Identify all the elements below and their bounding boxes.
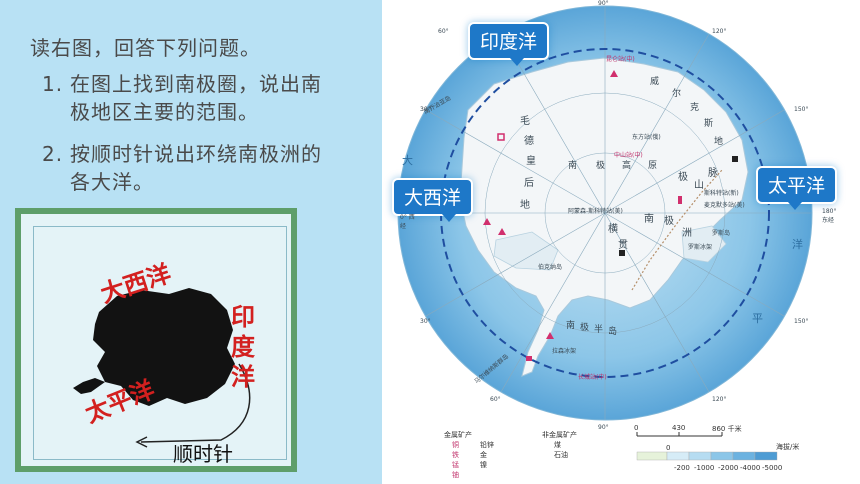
scale-label: 0 [634,424,639,432]
elevation-bar [636,451,778,461]
scale-label: 430 [672,424,686,432]
callout-atlantic-ocean: 大西洋 [394,180,472,222]
land-label: 横 [608,224,618,235]
lon-label: 90° [598,424,609,431]
legend-item: 金 [480,451,487,459]
land-label: 山 [694,180,704,191]
place-label: 罗斯岛 [712,230,731,237]
station-label: 麦克默多站(美) [704,202,745,209]
lon-label: 60° [438,28,449,35]
callout-pacific-ocean: 太平洋 [758,168,836,210]
land-label: 毛 [520,116,530,127]
land-label: 脉 [708,168,718,179]
place-label: 罗斯冰架 [688,244,713,251]
ocean-char: 平 [752,312,763,325]
station-label: 中山站(中) [614,152,643,159]
mini-map: 大西洋 印度洋 太平洋 顺时针 [21,214,291,466]
question-number: 2. [42,142,64,166]
land-label: 地 [714,137,724,147]
ocean-char: 洋 [792,238,803,251]
lon-label: 0° 西经 [400,214,415,230]
lon-label: 120° [712,28,727,35]
elevation-tick: -4000 [740,464,761,472]
elevation-tick: -5000 [762,464,783,472]
land-label: 后 [524,178,534,189]
station-label: 东方站(俄) [632,134,661,141]
legend-item: 镍 [480,461,487,469]
land-label: 地 [520,200,530,211]
land-label: 原 [648,161,658,171]
clockwise-label: 顺时针 [173,442,233,466]
land-label: 尔 [672,89,682,99]
mini-map-frame: 大西洋 印度洋 太平洋 顺时针 [15,208,297,472]
land-label: 高 [622,161,632,171]
place-label: 伯克纳岛 [538,264,563,271]
lon-label: 120° [712,396,727,403]
land-label: 威 [650,77,660,87]
elevation-tick: -1000 [694,464,715,472]
antarctica-map: 印度洋 大西洋 太平洋 90° 120° 60° 150° 30° 180° 东… [382,0,860,484]
question-number: 1. [42,72,64,96]
question-intro: 读右图，回答下列问题。 [30,36,261,60]
question-text: 在图上找到南极圈，说出南极地区主要的范围。 [70,72,322,124]
land-label: 半 [594,325,604,335]
ice-shelf-ross [681,225,727,263]
lon-label: 150° [794,106,809,113]
land-label: 极 [664,216,674,227]
land-label: 极 [678,172,688,183]
legend-item: 铁 [452,451,459,459]
lon-label: 180° 东经 [822,208,837,224]
scale-label: 860 千米 [712,425,742,433]
question-text: 按顺时针说出环绕南极洲的各大洋。 [70,142,322,194]
legend-metal-title: 金属矿产 [444,431,472,439]
mineral-markers [483,70,738,361]
legend-item: 铜 [452,441,459,449]
land-label: 皇 [526,156,536,167]
land-label: 南 [644,214,654,225]
station-label: 阿蒙森-斯科特站(美) [568,208,623,215]
antarctic-circle [440,48,770,378]
land-label: 岛 [608,327,618,337]
legend-item: 煤 [554,441,561,449]
elevation-tick: 0 [666,444,671,452]
elevation-tick: -200 [674,464,690,472]
land-label: 南 [566,321,576,331]
elevation-tick: -2000 [718,464,739,472]
mini-map-border [33,226,287,460]
ocean-char: 大 [402,154,413,167]
lon-label: 60° [490,396,501,403]
ice-shelf-weddell [493,231,559,271]
legend-item: 铀 [452,471,459,479]
callout-indian-ocean: 印度洋 [470,24,548,66]
land-label: 极 [596,161,606,171]
question-panel: 读右图，回答下列问题。 1. 在图上找到南极圈，说出南极地区主要的范围。 2. … [0,0,382,484]
elevation-title: 海拔/米 [776,443,800,451]
legend-item: 石油 [554,451,568,459]
land-label: 南 [568,161,578,171]
station-label: 昆仑站(中) [606,56,635,63]
land-label: 斯 [704,119,714,129]
lon-label: 90° [598,0,609,7]
indian-label: 印度洋 [231,302,255,391]
station-label: 长城站(中) [578,374,607,381]
antarctica-silhouette [73,288,251,448]
station-label: 斯科特站(新) [704,190,739,197]
land-label: 极 [580,323,590,333]
scale-bar [636,432,723,437]
land-label: 洲 [682,228,692,239]
place-label: 拉森冰架 [552,348,577,355]
legend-nonmetal-title: 非金属矿产 [542,431,577,439]
legend-item: 铅锌 [480,441,494,449]
land-label: 德 [524,136,534,147]
land-label: 贯 [618,240,628,251]
legend-item: 锰 [452,461,459,469]
lon-label: 30° [420,106,431,113]
lon-label: 150° [794,318,809,325]
land-label: 克 [690,103,700,113]
lon-label: 30° [420,318,431,325]
